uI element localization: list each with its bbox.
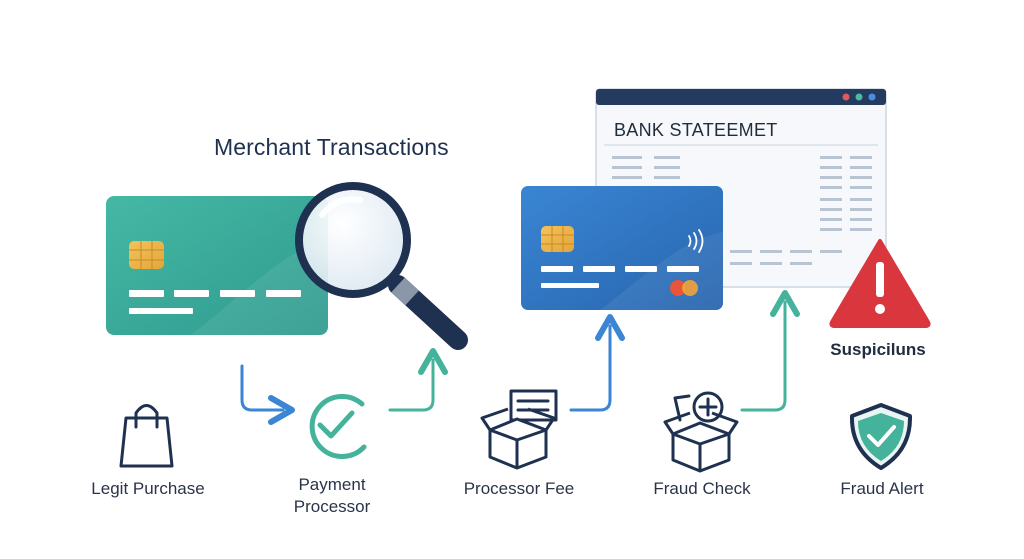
step-label-line: Payment <box>298 475 366 494</box>
window-dot-blue[interactable] <box>868 93 876 101</box>
step-label-fraud-check: Fraud Check <box>653 479 751 498</box>
teal-credit-card <box>106 196 328 335</box>
blue-credit-card <box>521 186 723 310</box>
arrow-from-payment-processor <box>388 348 448 412</box>
step-label-processor-fee: Processor Fee <box>463 479 575 498</box>
check-circle-icon <box>309 393 367 459</box>
contactless-icon <box>688 229 704 253</box>
step-label-fraud-alert: Fraud Alert <box>840 479 924 498</box>
window-dot-red[interactable] <box>842 93 850 101</box>
shopping-bag-icon <box>119 404 174 468</box>
open-box-icon <box>480 389 558 470</box>
flow-arrows <box>240 290 800 425</box>
window-dot-green[interactable] <box>855 93 863 101</box>
step-label-payment-processor: Payment Processor <box>262 474 402 518</box>
arrow-to-payment-processor <box>240 364 295 425</box>
warning-triangle-icon <box>829 239 931 328</box>
card-network-logo <box>670 280 698 296</box>
step-label-line: Processor <box>293 497 371 516</box>
warning-label: Suspiciluns <box>830 340 926 359</box>
magnifying-glass-icon <box>295 182 468 350</box>
shield-check-icon <box>849 403 913 470</box>
card-chip-icon <box>129 241 164 269</box>
box-tools-icon <box>663 391 739 473</box>
arrow-from-processor-fee <box>569 314 625 412</box>
step-label-legit-purchase: Legit Purchase <box>91 479 205 498</box>
arrow-from-fraud-check <box>740 290 800 412</box>
card-chip-icon <box>541 226 574 252</box>
page-title: Merchant Transactions <box>214 134 449 160</box>
statement-title: BANK STATEEMET <box>614 120 778 140</box>
statement-rows <box>612 156 872 265</box>
